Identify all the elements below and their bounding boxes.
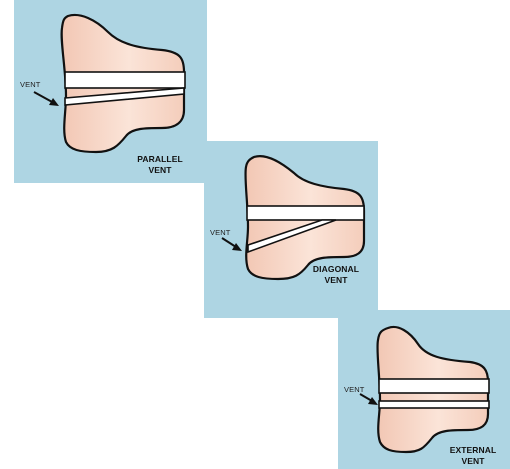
vent-label: VENT	[210, 228, 230, 237]
vent-arrow-head	[232, 243, 242, 251]
wheel-slot	[65, 72, 185, 88]
external-vent-caption: EXTERNAL VENT	[438, 445, 508, 467]
caption-line-2: VENT	[120, 165, 200, 176]
vent-slot	[379, 401, 489, 408]
vent-label: VENT	[344, 385, 364, 394]
vent-arrow-line	[222, 238, 236, 247]
vent-arrow-head	[368, 397, 378, 405]
diagonal-vent-panel: VENT DIAGONAL VENT	[204, 141, 378, 318]
wheel-slot	[379, 379, 489, 393]
wheel-slot	[247, 206, 364, 220]
parallel-vent-caption: PARALLEL VENT	[120, 154, 200, 176]
vent-arrow-line	[34, 92, 54, 103]
caption-line-1: PARALLEL	[120, 154, 200, 165]
parallel-vent-panel: VENT PARALLEL VENT	[14, 0, 207, 183]
caption-line-1: DIAGONAL	[296, 264, 376, 275]
caption-line-2: VENT	[438, 456, 508, 467]
vent-arrow-line	[360, 394, 372, 401]
vent-label: VENT	[20, 80, 40, 89]
diagonal-vent-caption: DIAGONAL VENT	[296, 264, 376, 286]
external-vent-panel: VENT EXTERNAL VENT	[338, 310, 510, 469]
caption-line-2: VENT	[296, 275, 376, 286]
caption-line-1: EXTERNAL	[438, 445, 508, 456]
